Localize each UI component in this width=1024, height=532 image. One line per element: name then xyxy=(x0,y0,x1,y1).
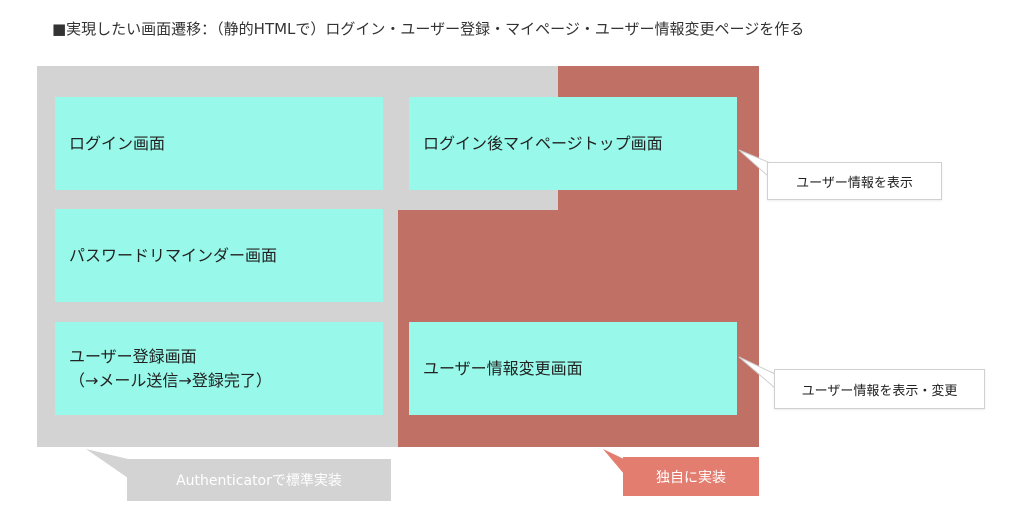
legend-custom-label: 独自に実装 xyxy=(656,469,726,486)
password-reminder-screen-label: パスワードリマインダー画面 xyxy=(69,245,278,265)
user-registration-flow-label: （→メール送信→登録完了） xyxy=(69,370,272,390)
user-registration-screen-label: ユーザー登録画面 xyxy=(69,346,197,366)
callout-pointer-show-user-info xyxy=(738,149,769,178)
login-screen-box: ログイン画面 xyxy=(55,97,383,190)
mypage-top-screen-box: ログイン後マイページトップ画面 xyxy=(409,97,737,190)
legend-pointer-custom xyxy=(603,449,624,474)
user-info-edit-screen-label: ユーザー情報変更画面 xyxy=(423,358,583,378)
mypage-top-screen-label: ログイン後マイページトップ画面 xyxy=(423,133,663,153)
user-registration-screen-box: ユーザー登録画面 （→メール送信→登録完了） xyxy=(55,322,383,415)
callout-show-user-info-label: ユーザー情報を表示 xyxy=(796,175,913,191)
callout-show-edit-user-info-label: ユーザー情報を表示・変更 xyxy=(801,383,958,399)
password-reminder-screen-box: パスワードリマインダー画面 xyxy=(55,209,383,302)
callout-show-edit-user-info: ユーザー情報を表示・変更 xyxy=(774,369,985,409)
login-screen-label: ログイン画面 xyxy=(69,133,166,153)
user-info-edit-screen-box: ユーザー情報変更画面 xyxy=(409,322,737,415)
page-title: ■実現したい画面遷移：（静的HTMLで）ログイン・ユーザー登録・マイページ・ユー… xyxy=(52,20,805,38)
legend-custom-implementation: 独自に実装 xyxy=(623,457,759,496)
legend-pointer-standard xyxy=(86,449,128,478)
legend-authenticator-label: Authenticatorで標準実装 xyxy=(176,473,342,489)
callout-pointer-show-edit-user-info xyxy=(738,356,776,390)
legend-authenticator-standard: Authenticatorで標準実装 xyxy=(127,459,391,501)
callout-show-user-info: ユーザー情報を表示 xyxy=(767,162,942,200)
